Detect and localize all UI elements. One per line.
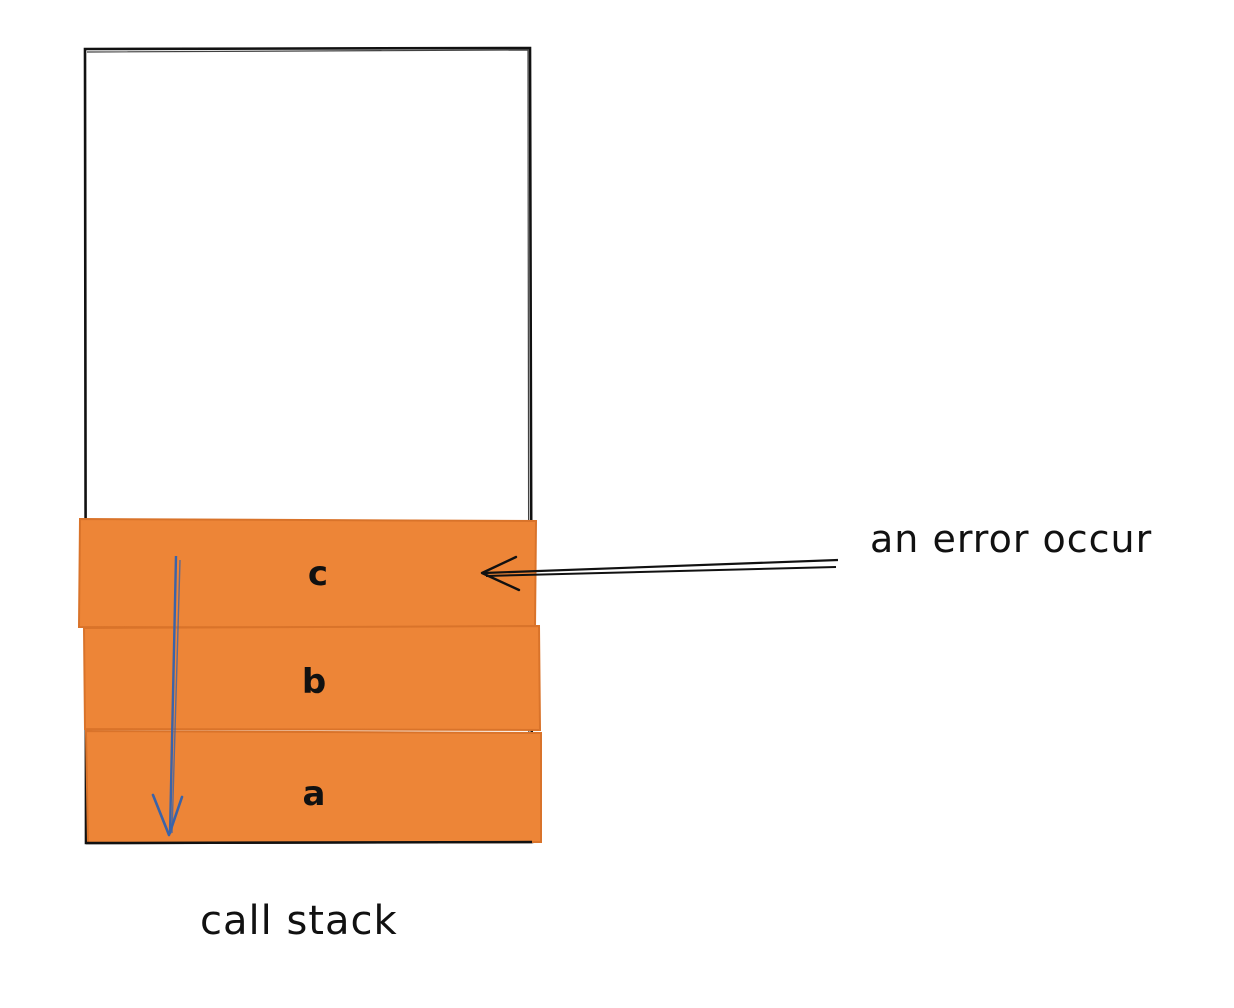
stack-frame-c: c <box>77 517 538 630</box>
stack-frame-b: b <box>82 624 542 732</box>
frame-label-a: a <box>303 774 326 814</box>
down-arrow-icon <box>151 555 184 837</box>
frame-label-c: c <box>308 554 328 594</box>
error-annotation: an error occur <box>870 517 1152 561</box>
frame-label-b: b <box>302 662 326 702</box>
left-arrow-icon <box>480 555 839 592</box>
diagram-caption: call stack <box>200 898 398 944</box>
stack-frame-a: a <box>84 729 542 845</box>
